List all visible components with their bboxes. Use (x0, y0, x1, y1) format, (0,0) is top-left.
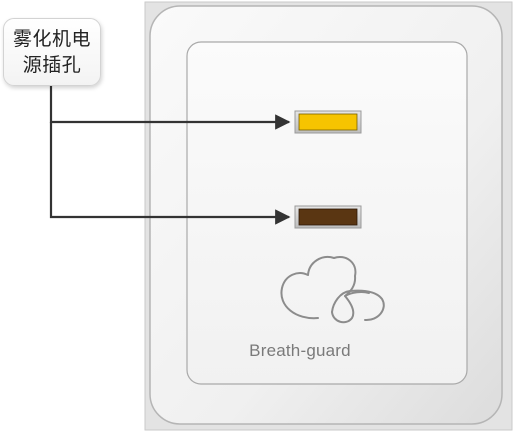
lower-socket (294, 205, 362, 229)
upper-socket (294, 110, 362, 134)
brand-label: Breath-guard (249, 341, 351, 360)
cloud-logo-icon (280, 256, 385, 324)
callout-line-1: 雾化机电 (12, 28, 91, 50)
power-socket-callout: 雾化机电 源插孔 (3, 18, 101, 86)
connector-lines (49, 86, 291, 225)
callout-line-2: 源插孔 (22, 54, 82, 76)
connector-line-lower (49, 122, 291, 225)
